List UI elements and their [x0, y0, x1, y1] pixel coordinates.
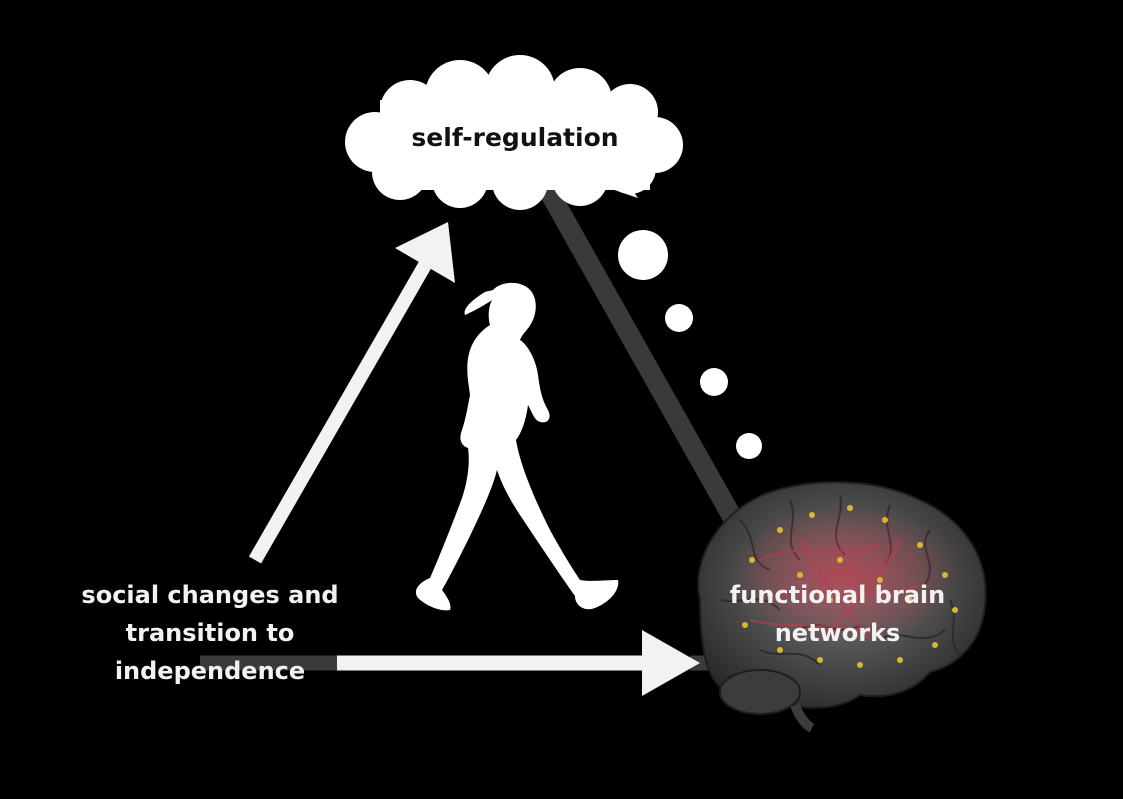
walking-girl-silhouette-icon [415, 282, 619, 611]
brain-networks-line-1: functional brain [729, 581, 946, 609]
brain-icon [697, 481, 987, 733]
node-self-regulation: self-regulation [360, 118, 670, 158]
cloud-to-brain-line [539, 185, 757, 550]
arrow-to-brain-networks [337, 630, 700, 696]
node-brain-networks: functional brain networks [705, 576, 970, 652]
node-social-changes: social changes and transition to indepen… [70, 576, 350, 690]
thought-bubble-medium [665, 304, 693, 332]
thought-bubble-large [618, 230, 668, 280]
self-regulation-label: self-regulation [411, 123, 619, 152]
arrow-to-self-regulation [248, 222, 455, 564]
thought-bubble-small [700, 368, 728, 396]
thought-bubble-smallest [736, 433, 762, 459]
brain-networks-line-2: networks [774, 619, 901, 647]
social-changes-line-2: transition to [125, 619, 295, 647]
social-changes-line-1: social changes and [81, 581, 339, 609]
thought-cloud-icon [345, 55, 683, 210]
social-changes-line-3: independence [114, 657, 306, 685]
